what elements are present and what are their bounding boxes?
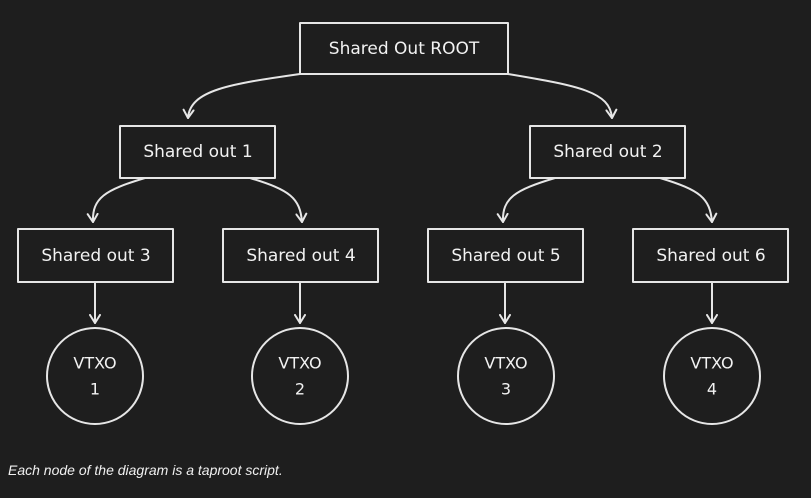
node-shared-out-6: Shared out 6 (632, 228, 789, 283)
node-shared-out-1-label: Shared out 1 (143, 142, 252, 162)
edge-root-to-out2 (507, 73, 618, 119)
node-shared-out-3-label: Shared out 3 (41, 246, 150, 266)
edge-out2-to-out5 (496, 177, 556, 223)
node-shared-out-5: Shared out 5 (427, 228, 584, 283)
leaf-vtxo-4-number: 4 (707, 380, 717, 399)
leaf-vtxo-2-number: 2 (295, 380, 305, 399)
node-root-label: Shared Out ROOT (329, 39, 480, 59)
node-shared-out-1: Shared out 1 (119, 125, 276, 179)
leaf-vtxo-2-title: VTXO (278, 354, 321, 373)
node-shared-out-2-label: Shared out 2 (553, 142, 662, 162)
leaf-vtxo-3-number: 3 (501, 380, 511, 399)
leaf-vtxo-1-title: VTXO (73, 354, 116, 373)
tree-diagram: Shared Out ROOT Shared out 1 Shared out … (17, 22, 789, 425)
edge-out2-to-out6 (659, 177, 718, 223)
leaf-vtxo-2: VTXO 2 (251, 327, 349, 425)
edge-out1-to-out4 (249, 177, 308, 223)
edge-out1-to-out3 (86, 177, 146, 223)
edge-root-to-out1 (182, 73, 301, 119)
node-root: Shared Out ROOT (299, 22, 509, 75)
node-shared-out-2: Shared out 2 (529, 125, 686, 179)
leaf-vtxo-1: VTXO 1 (46, 327, 144, 425)
node-shared-out-6-label: Shared out 6 (656, 246, 765, 266)
leaf-vtxo-4: VTXO 4 (663, 327, 761, 425)
node-shared-out-3: Shared out 3 (17, 228, 174, 283)
node-shared-out-5-label: Shared out 5 (451, 246, 560, 266)
leaf-vtxo-1-number: 1 (90, 380, 100, 399)
leaf-vtxo-3-title: VTXO (484, 354, 527, 373)
leaf-vtxo-4-title: VTXO (690, 354, 733, 373)
edges (86, 73, 718, 324)
node-shared-out-4: Shared out 4 (222, 228, 379, 283)
diagram-caption: Each node of the diagram is a taproot sc… (8, 462, 283, 478)
node-shared-out-4-label: Shared out 4 (246, 246, 355, 266)
leaf-vtxo-3: VTXO 3 (457, 327, 555, 425)
